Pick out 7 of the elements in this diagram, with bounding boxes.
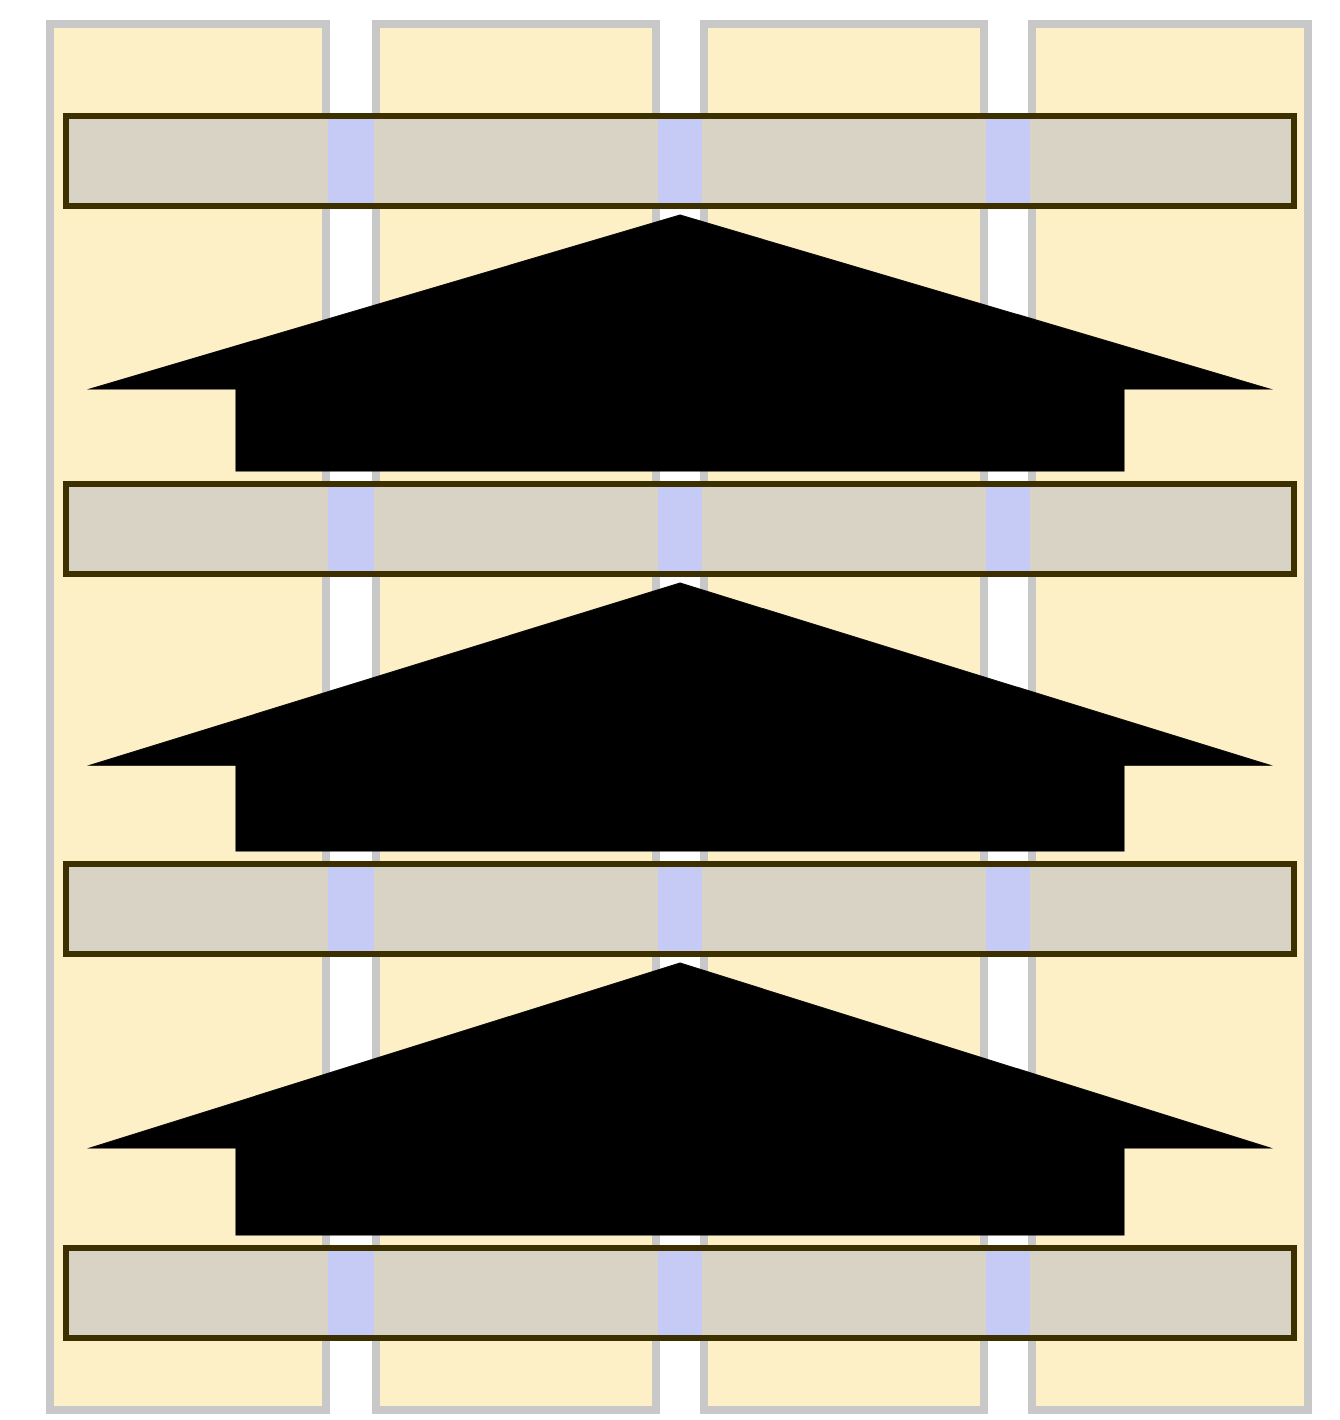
block-arrow — [89, 582, 1271, 852]
horizontal-bar — [63, 1245, 1297, 1341]
block-arrow — [89, 962, 1271, 1236]
block-arrow — [89, 214, 1271, 472]
horizontal-bar — [63, 481, 1297, 577]
horizontal-bar — [63, 113, 1297, 209]
horizontal-bar — [63, 861, 1297, 957]
